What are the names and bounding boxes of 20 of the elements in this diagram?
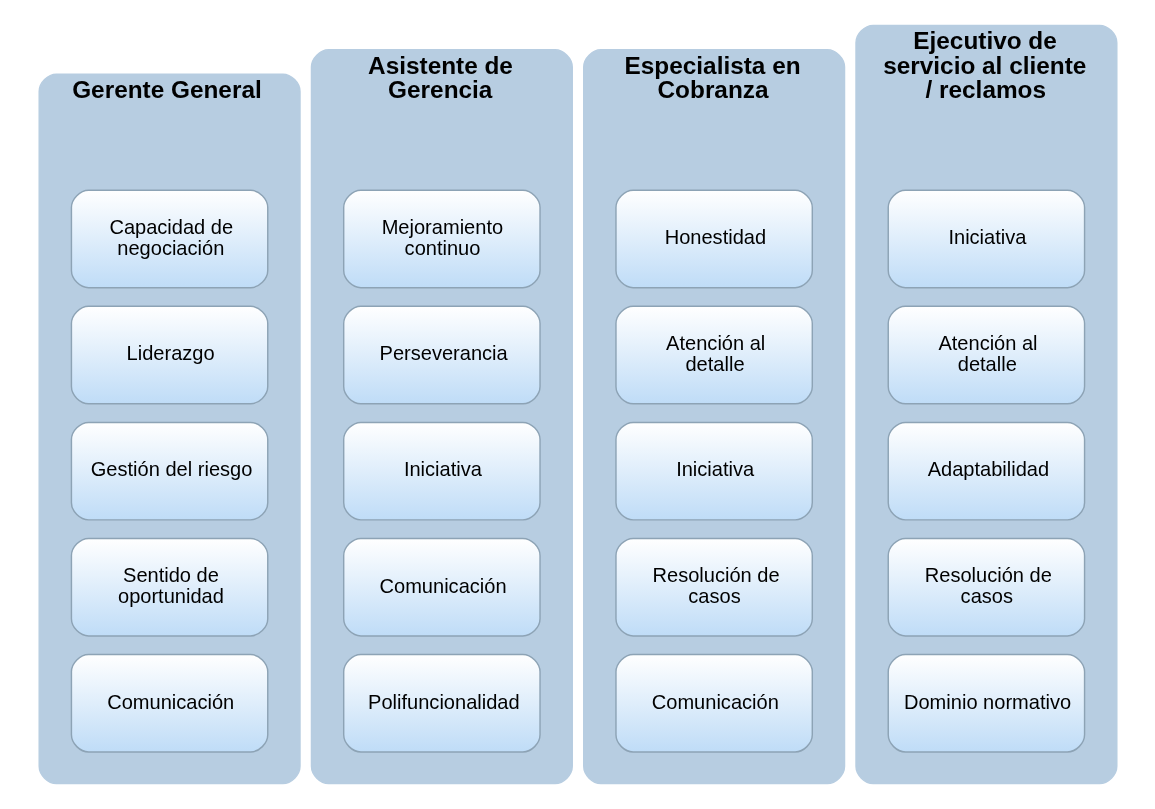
node-box: Polifuncionalidad	[342, 653, 541, 753]
node-box: Comunicación	[70, 653, 268, 753]
node-box: Atención al detalle	[614, 305, 813, 405]
node-box: Iniciativa	[887, 189, 1085, 289]
node-box: Comunicación	[614, 653, 813, 753]
node-box: Perseverancia	[342, 305, 541, 405]
node-box: Adaptabilidad	[887, 421, 1085, 521]
node-box: Iniciativa	[614, 421, 813, 521]
node-box: Capacidad de negociación	[70, 189, 268, 289]
node-box: Atención al detalle	[887, 305, 1085, 405]
node-box: Sentido de oportunidad	[70, 537, 268, 637]
node-box: Comunicación	[342, 537, 541, 637]
node-box: Resolución de casos	[614, 537, 813, 637]
node-box: Mejoramiento continuo	[342, 189, 541, 289]
node-box: Liderazgo	[70, 305, 268, 405]
node-box: Gestión del riesgo	[70, 421, 268, 521]
node-box: Resolución de casos	[887, 537, 1085, 637]
node-box: Dominio normativo	[887, 653, 1085, 753]
node-box: Iniciativa	[342, 421, 541, 521]
node-box: Honestidad	[614, 189, 813, 289]
